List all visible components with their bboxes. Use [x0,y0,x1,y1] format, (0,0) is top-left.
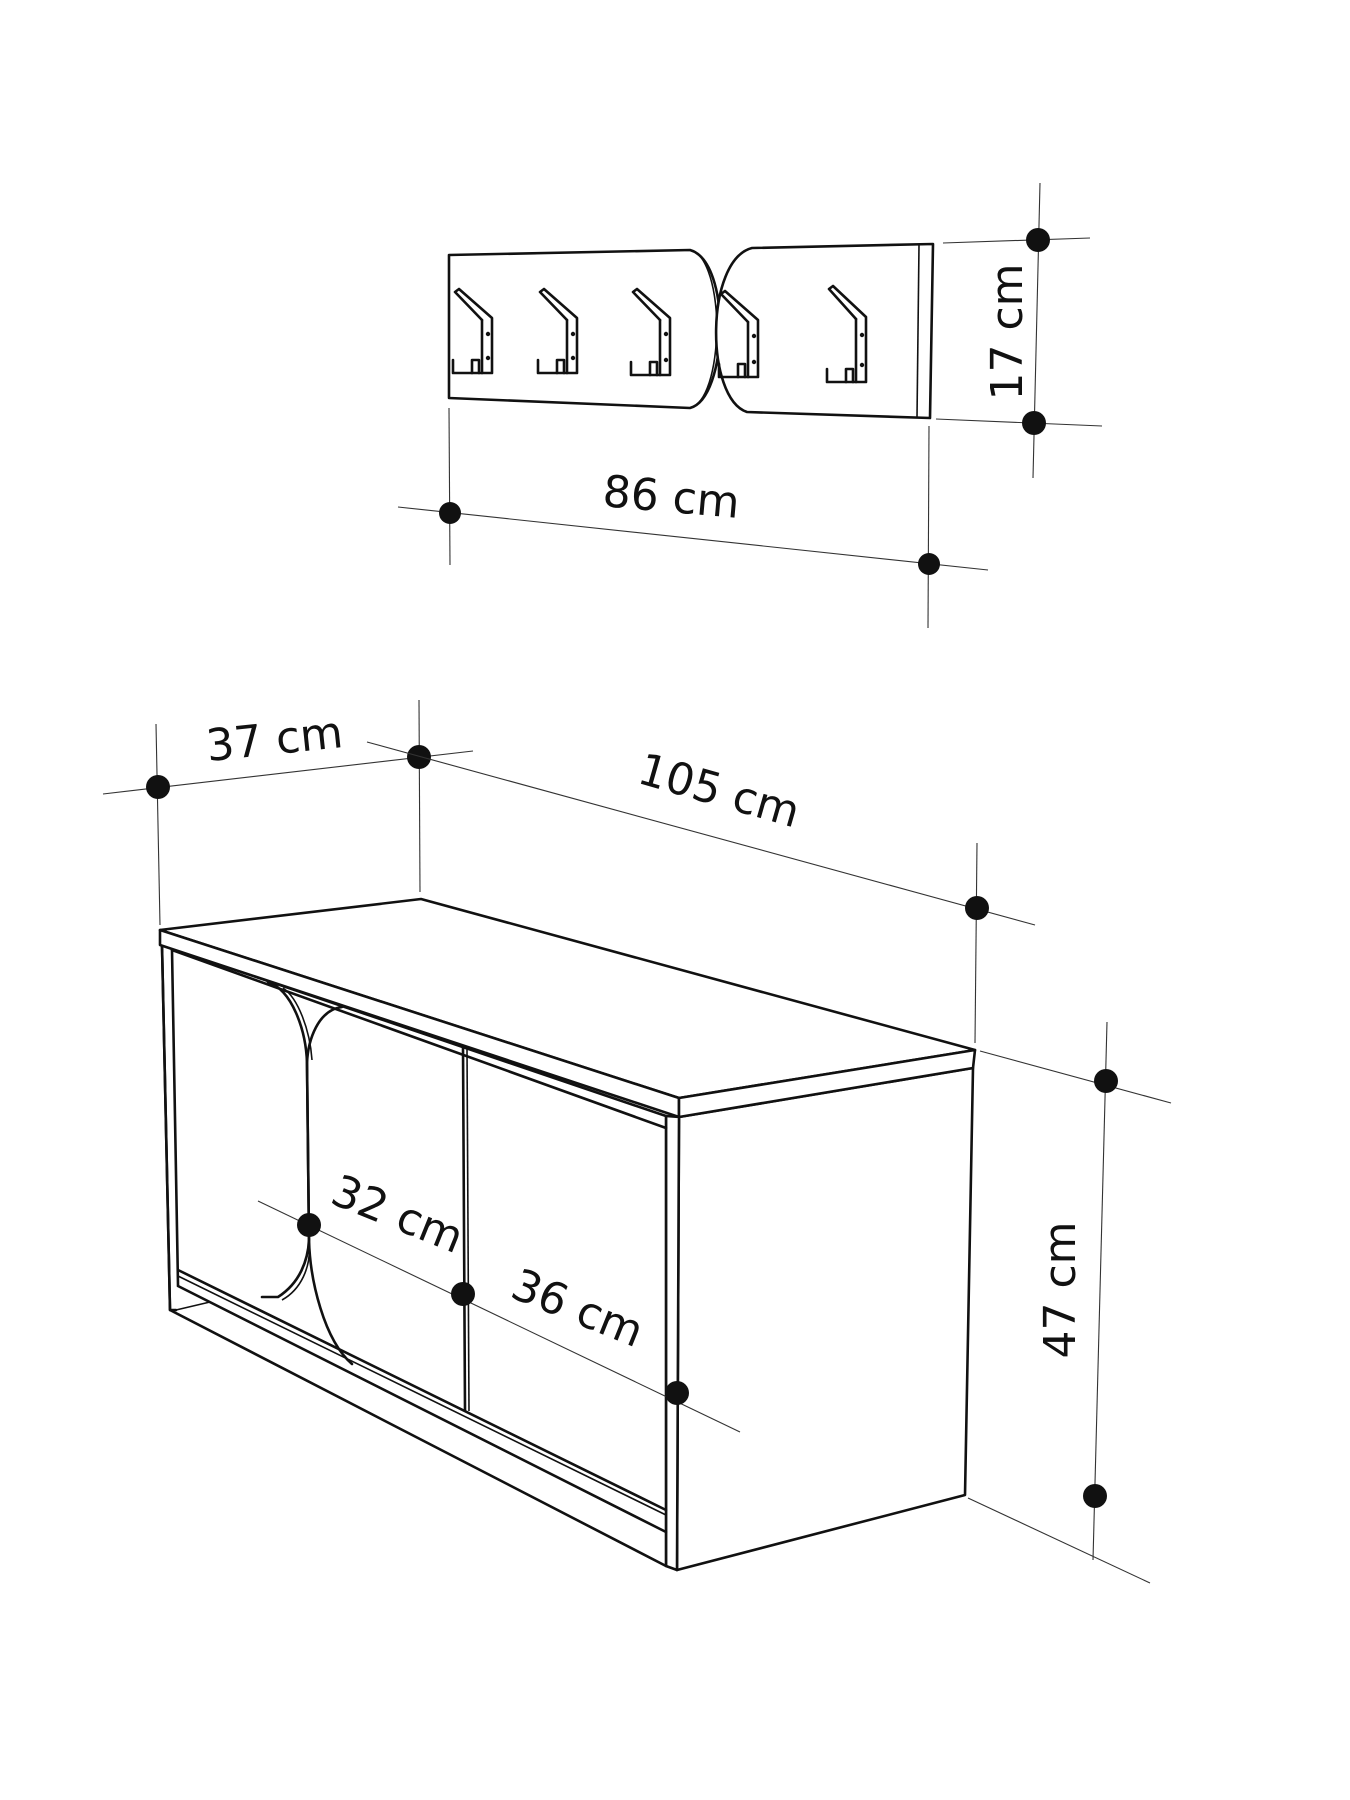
hook-icon [536,287,579,375]
dimension-point [1094,1069,1118,1093]
dimension-coat-rack-width: 86 cm [397,407,989,629]
coat-rack [447,242,935,420]
dimension-label-37: 37 cm [204,707,346,772]
dimension-point [1022,411,1046,435]
dimension-point [451,1282,475,1306]
dimension-coat-rack-height: 17 cm [935,182,1103,479]
hook-icon [717,289,760,379]
cabinet-side-panel [675,1066,975,1572]
door-divider [461,1045,467,1412]
dimension-label-17: 17 cm [982,263,1033,400]
dimension-label-105: 105 cm [633,744,806,839]
dimension-point [1083,1484,1107,1508]
dimension-cabinet-depth: 37 cm [102,699,474,926]
dimension-point [665,1381,689,1405]
dimension-point [918,553,940,575]
hook-icon [825,284,868,384]
dimension-label-86: 86 cm [601,466,742,529]
dimension-point [965,896,989,920]
dimension-point [146,775,170,799]
dimension-point [297,1213,321,1237]
dimension-point [407,745,431,769]
shoe-cabinet [158,897,977,1572]
coat-rack-left-panel [447,248,722,410]
dimension-label-47: 47 cm [1035,1221,1086,1358]
dimension-point [1026,228,1050,252]
hook-icon [629,287,672,377]
dimension-cabinet-height: 47 cm [967,1021,1172,1584]
coat-rack-right-panel [714,242,935,420]
dimension-point [439,502,461,524]
hook-icon [451,287,494,375]
